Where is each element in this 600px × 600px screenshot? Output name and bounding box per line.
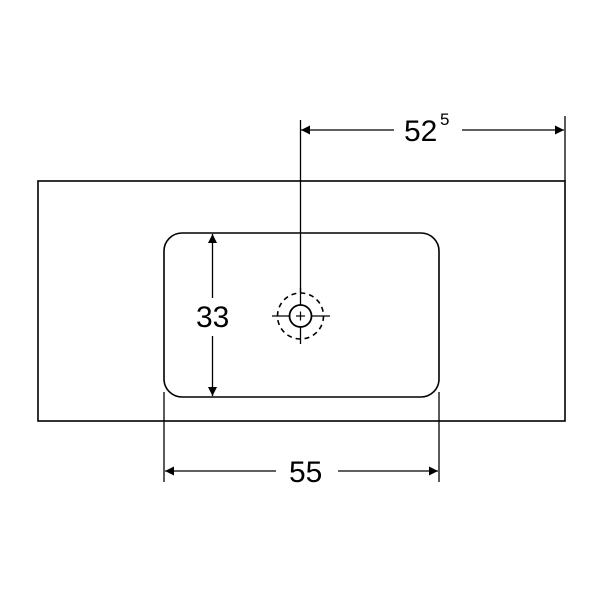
bowl-depth-dimension: 33: [192, 234, 236, 396]
bowl-outline: [163, 232, 440, 398]
drain-offset-dimension: 52 5: [301, 110, 564, 148]
bowl-depth-label: 33: [196, 301, 229, 334]
drain-offset-label: 52: [404, 115, 437, 148]
bowl-width-label: 55: [289, 456, 322, 489]
drain-symbol-icon: [272, 288, 330, 344]
drain-offset-superscript: 5: [440, 110, 449, 129]
basin-outline: [37, 180, 566, 422]
bowl-width-dimension: 55: [165, 456, 438, 489]
